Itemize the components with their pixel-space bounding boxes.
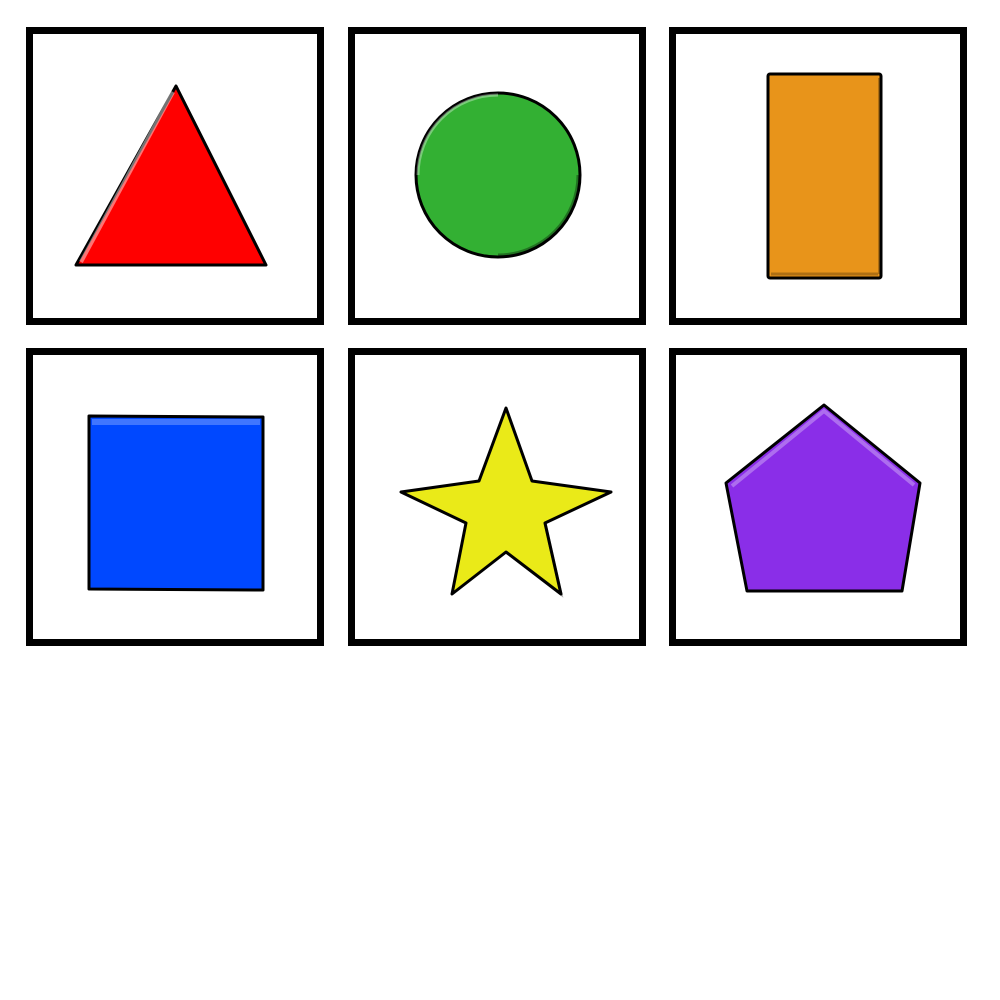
rectangle-icon	[766, 72, 883, 280]
triangle-card[interactable]	[26, 27, 324, 325]
star-icon	[399, 406, 613, 598]
pentagon-shape	[724, 403, 922, 593]
circle-shape	[414, 91, 582, 259]
circle-card[interactable]	[348, 27, 646, 325]
star-card[interactable]	[348, 348, 646, 646]
square-icon	[87, 414, 265, 592]
star-shape	[399, 406, 613, 596]
triangle-shape	[74, 84, 268, 267]
pentagon-icon	[724, 403, 922, 593]
circle-icon	[414, 91, 582, 259]
square-shape	[87, 414, 265, 592]
triangle-icon	[74, 84, 268, 267]
rectangle-card[interactable]	[669, 27, 967, 325]
pentagon-card[interactable]	[669, 348, 967, 646]
rectangle-shape	[766, 72, 883, 280]
square-card[interactable]	[26, 348, 324, 646]
